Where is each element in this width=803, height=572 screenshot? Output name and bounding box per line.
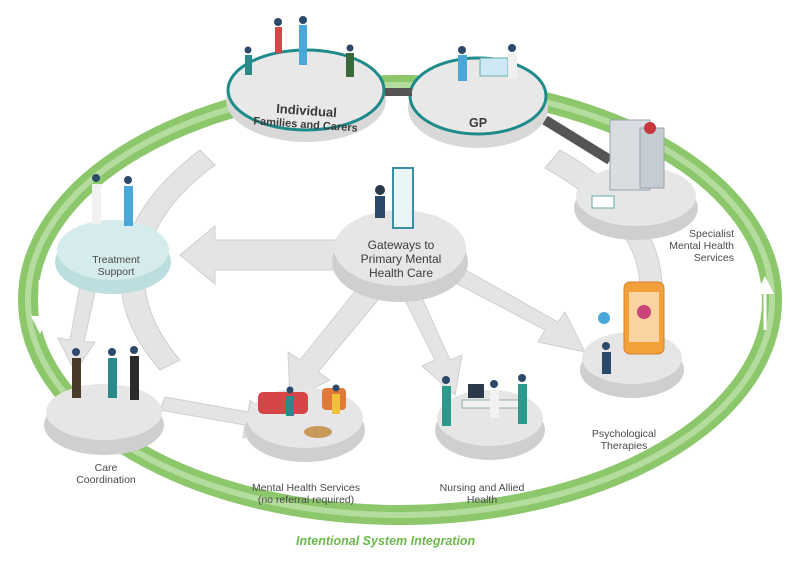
label-specialist-line1: Specialist xyxy=(689,228,734,240)
label-psych: Psychological Therapies xyxy=(584,428,664,452)
footer-label: Intentional System Integration xyxy=(296,534,516,548)
label-gp: GP xyxy=(458,116,498,130)
coffee-table-icon xyxy=(304,426,332,438)
label-psych-line1: Psychological xyxy=(591,428,657,440)
chat-bubble-icon xyxy=(598,312,610,324)
label-mhs: Mental Health Services (no referral requ… xyxy=(240,482,372,506)
person-gateway-icon xyxy=(375,185,385,195)
laptop-icon xyxy=(479,57,509,77)
label-mhs-line1: Mental Health Services xyxy=(252,482,360,494)
platform-specialist[interactable] xyxy=(576,166,696,226)
hospital-tower-icon xyxy=(639,127,665,189)
label-treatment-support-line2: Support xyxy=(97,266,135,278)
label-care-coordination: Care Coordination xyxy=(66,462,146,486)
road-to-specialist xyxy=(542,115,613,165)
label-gateways-line2: Primary Mental xyxy=(360,252,442,266)
inner-loop-band xyxy=(120,149,216,371)
label-treatment-support-line1: Treatment xyxy=(92,254,140,266)
arrow-to-nursing xyxy=(404,297,463,396)
platform-gateways[interactable] xyxy=(334,210,466,286)
label-specialist-line2: Mental Health xyxy=(669,240,734,252)
label-gateways-line3: Health Care xyxy=(368,266,434,280)
ring-arrow-top xyxy=(189,125,228,152)
label-gateways: Gateways to Primary Mental Health Care xyxy=(345,238,457,280)
monitor-icon xyxy=(468,384,484,398)
label-specialist-line3: Services xyxy=(693,252,734,264)
label-treatment-support: Treatment Support xyxy=(86,254,146,278)
illustrations xyxy=(72,16,665,438)
label-gp-text: GP xyxy=(468,116,488,130)
arrow-to-mhs xyxy=(287,284,379,401)
platform-treatment-support[interactable] xyxy=(57,220,169,280)
footer-label-text: Intentional System Integration xyxy=(296,534,476,548)
arrow-ts-to-cc xyxy=(57,284,97,373)
ambulance-icon xyxy=(591,195,615,209)
hospital-sign-icon xyxy=(644,122,656,134)
people-figures xyxy=(72,16,611,426)
door-icon xyxy=(392,167,414,229)
label-nursing: Nursing and Allied Health xyxy=(426,482,538,506)
label-nursing-line1: Nursing and Allied xyxy=(439,482,525,494)
label-mhs-line2: (no referral required) xyxy=(257,494,355,506)
sofa-icon xyxy=(258,392,308,414)
label-psych-line2: Therapies xyxy=(600,440,648,452)
platform-care-coordination[interactable] xyxy=(46,384,162,440)
outer-green-ring-inner-light xyxy=(25,82,775,518)
arrow-to-treatment xyxy=(179,224,341,286)
label-care-coordination-line2: Coordination xyxy=(76,474,136,486)
label-nursing-line2: Health xyxy=(466,494,498,506)
label-care-coordination-line1: Care xyxy=(94,462,118,474)
arrow-to-psych xyxy=(449,267,586,353)
label-gateways-line1: Gateways to xyxy=(367,238,435,252)
label-specialist: Specialist Mental Health Services xyxy=(652,228,734,264)
